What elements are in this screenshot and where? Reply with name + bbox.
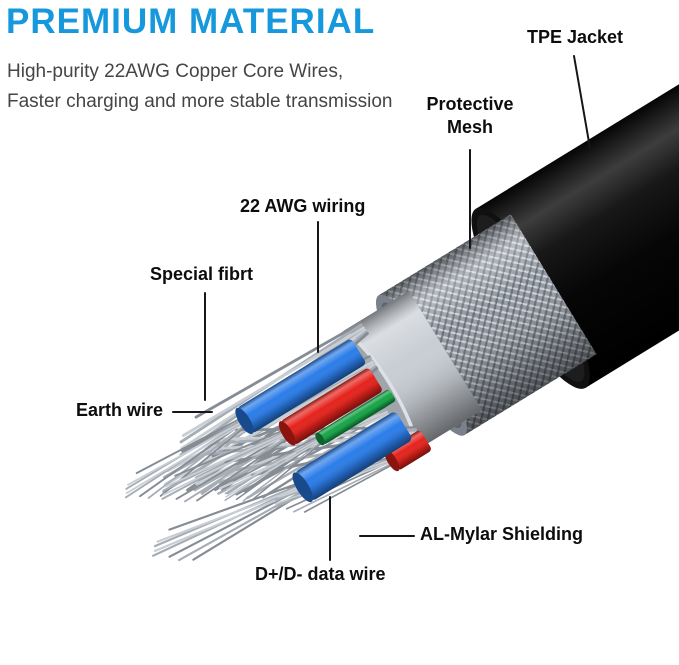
callout-special-fibrt: Special fibrt [150, 264, 254, 284]
callout-al-mylar-shielding: AL-Mylar Shielding [420, 524, 584, 544]
callout-earth-wire: Earth wire [76, 400, 164, 420]
leader-lines [172, 55, 591, 561]
wire-blue-bottom [292, 412, 412, 503]
callout-protective-mesh: Protective Mesh [426, 94, 514, 137]
callout-awg-wiring: 22 AWG wiring [240, 196, 366, 216]
leader-tpe-jacket [573, 55, 591, 149]
callout-data-wire: D+/D- data wire [255, 564, 386, 584]
wire-blue-top [235, 339, 366, 435]
subtitle: High-purity 22AWG Copper Core Wires, Fas… [7, 61, 393, 112]
wire-red-upper [278, 368, 382, 446]
wire-green [315, 389, 396, 446]
callout-tpe-jacket: TPE Jacket [527, 27, 624, 47]
page-title: PREMIUM MATERIAL [6, 2, 376, 41]
wire-red-lower [384, 431, 431, 472]
